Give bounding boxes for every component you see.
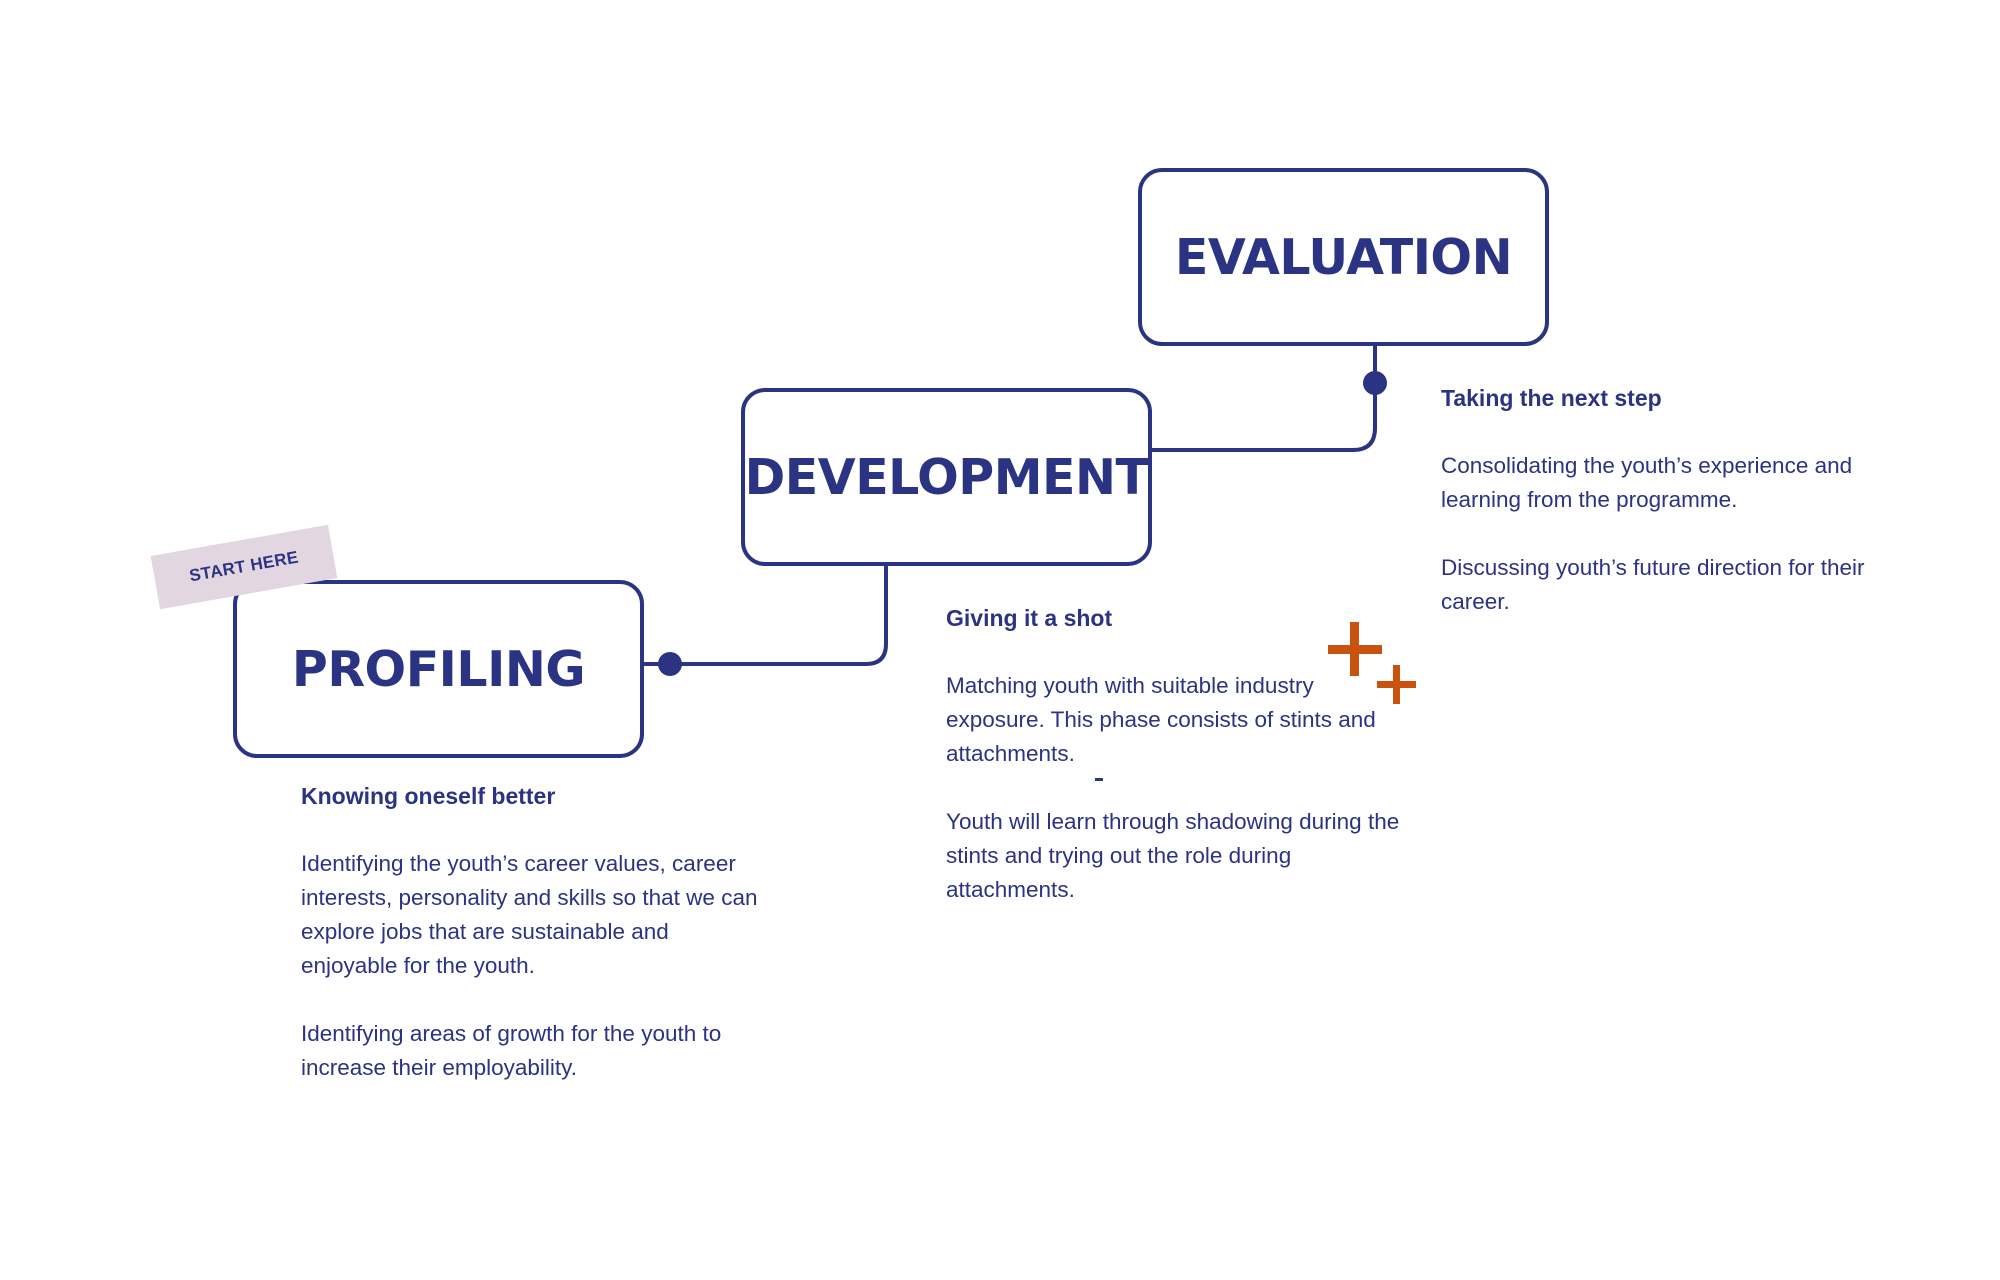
plus-icon: [1377, 665, 1416, 704]
connector-node-profiling: [658, 652, 682, 676]
stage-paragraph: Identifying the youth’s career values, c…: [301, 851, 758, 978]
connector-development-evaluation: [1152, 346, 1377, 452]
stage-paragraph: Discussing youth’s future direction for …: [1441, 555, 1865, 614]
connector-node-evaluation: [1363, 371, 1387, 395]
stage-heading-evaluation: Taking the next step: [1441, 385, 1662, 411]
connector-profiling-development: [644, 566, 888, 666]
stage-paragraph: Identifying areas of growth for the yout…: [301, 1021, 722, 1080]
stage-paragraph: Matching youth with suitable industry ex…: [946, 673, 1376, 766]
stage-box-profiling: PROFILING: [233, 580, 644, 758]
stage-title-evaluation: EVALUATION: [1174, 228, 1513, 286]
stage-description-profiling: Knowing oneself better Identifying the y…: [301, 779, 771, 1085]
stage-description-development: Giving it a shot Matching youth with sui…: [946, 601, 1406, 907]
plus-icon-group: [1328, 622, 1416, 704]
stage-paragraph: Consolidating the youth’s experience and…: [1441, 453, 1853, 512]
dash-mark: [1095, 778, 1103, 781]
plus-icon: [1328, 622, 1382, 676]
stage-heading-development: Giving it a shot: [946, 605, 1113, 631]
stage-heading-profiling: Knowing oneself better: [301, 783, 556, 809]
start-here-label: START HERE: [187, 547, 300, 586]
stage-box-development: DEVELOPMENT: [741, 388, 1152, 566]
stage-box-evaluation: EVALUATION: [1138, 168, 1549, 346]
stage-title-profiling: PROFILING: [291, 640, 586, 698]
stage-paragraph: Youth will learn through shadowing durin…: [946, 809, 1400, 902]
stage-description-evaluation: Taking the next step Consolidating the y…: [1441, 381, 1901, 619]
stage-title-development: DEVELOPMENT: [744, 448, 1149, 506]
